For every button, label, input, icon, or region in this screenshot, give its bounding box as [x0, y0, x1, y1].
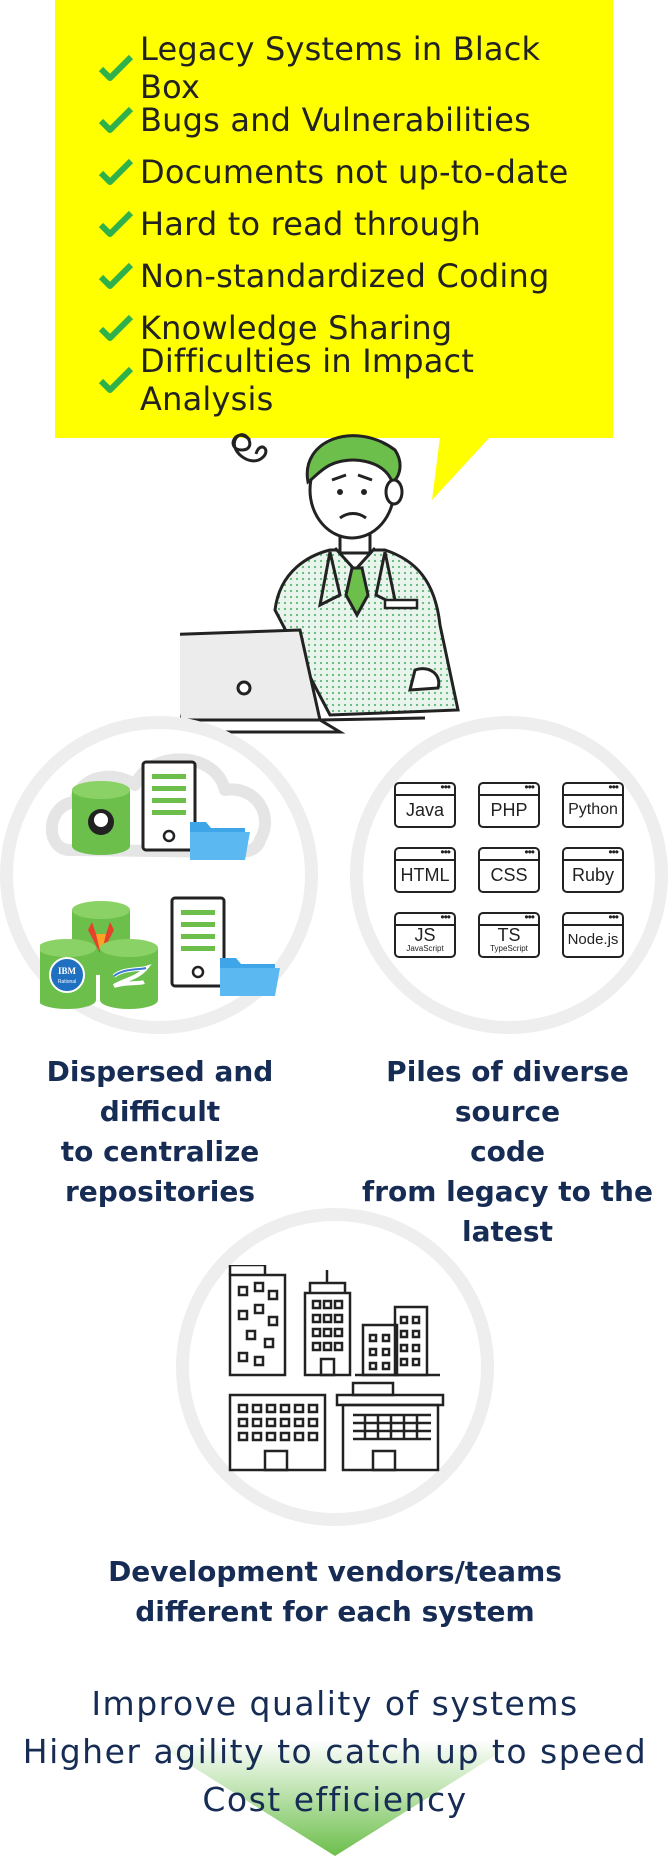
list-item: Bugs and Vulnerabilities: [98, 94, 598, 146]
goals-list: Improve quality of systems Higher agilit…: [0, 1680, 670, 1824]
ibm-sub-label: Rational: [58, 979, 76, 985]
repositories-illustration: IBM Rational: [40, 753, 280, 1009]
ibm-label: IBM: [58, 966, 77, 976]
list-item-text: Non-standardized Coding: [140, 257, 550, 295]
caption-line: from legacy to the: [362, 1175, 653, 1208]
down-arrow: [150, 1740, 520, 1856]
check-icon: [98, 210, 134, 237]
caption-line: difficult: [99, 1095, 221, 1128]
caption-line: Dispersed and: [46, 1055, 274, 1088]
language-card-php: •••PHP: [478, 781, 540, 828]
language-card-css: •••CSS: [478, 846, 540, 893]
caption-line: to centralize: [60, 1135, 260, 1168]
list-item-text: Documents not up-to-date: [140, 153, 569, 191]
server-icon: [170, 896, 226, 988]
buildings-icon: [228, 1265, 445, 1472]
language-card-python: •••Python: [562, 781, 624, 828]
svn-icon: [100, 939, 158, 1009]
list-item-text: Difficulties in Impact Analysis: [140, 342, 475, 418]
list-item-text: Legacy Systems in Black Box: [140, 30, 541, 106]
list-item: Non-standardized Coding: [98, 250, 598, 302]
languages-caption: Piles of diverse source code from legacy…: [345, 1052, 670, 1252]
worried-man-illustration: [180, 433, 460, 734]
language-card-java: •••Java: [394, 781, 456, 828]
ibm-rational-icon: IBM Rational: [40, 939, 96, 1009]
languages-grid: •••Java •••PHP •••Python •••HTML •••CSS …: [394, 781, 634, 962]
caption-line: different for each system: [135, 1595, 535, 1628]
list-item: Legacy Systems in Black Box: [98, 30, 598, 106]
goal-item: Improve quality of systems: [91, 1684, 579, 1723]
server-icon: [141, 760, 197, 852]
goal-item: Higher agility to catch up to speed: [22, 1732, 648, 1771]
list-item-text: Hard to read through: [140, 205, 482, 243]
list-item: Knowledge Sharing: [98, 302, 598, 354]
check-icon: [98, 314, 134, 341]
check-icon: [98, 262, 134, 289]
language-card-html: •••HTML: [394, 846, 456, 893]
check-icon: [98, 366, 134, 393]
github-icon: [72, 781, 130, 855]
repositories-caption: Dispersed and difficult to centralize re…: [20, 1052, 300, 1212]
language-card-ruby: •••Ruby: [562, 846, 624, 893]
list-item-text: Knowledge Sharing: [140, 309, 453, 347]
caption-line: latest: [462, 1215, 553, 1248]
vendors-caption: Development vendors/teams different for …: [85, 1552, 585, 1632]
caption-line: repositories: [64, 1175, 256, 1208]
caption-line: Development vendors/teams: [108, 1555, 562, 1588]
list-item: Hard to read through: [98, 198, 598, 250]
check-icon: [98, 106, 134, 133]
list-item: Difficulties in Impact Analysis: [98, 342, 598, 418]
check-icon: [98, 158, 134, 185]
speech-bubble: [55, 0, 613, 438]
caption-line: Piles of diverse source: [386, 1055, 629, 1128]
goal-item: Cost efficiency: [202, 1780, 468, 1819]
list-item: Documents not up-to-date: [98, 146, 598, 198]
pain-points-list: Legacy Systems in Black Box Bugs and Vul…: [98, 30, 598, 418]
language-card-nodejs: •••Node.js: [562, 911, 624, 958]
folder-icon: [190, 822, 250, 860]
folder-icon: [220, 958, 280, 996]
caption-line: code: [470, 1135, 545, 1168]
check-icon: [98, 54, 134, 81]
list-item-text: Bugs and Vulnerabilities: [140, 101, 531, 139]
